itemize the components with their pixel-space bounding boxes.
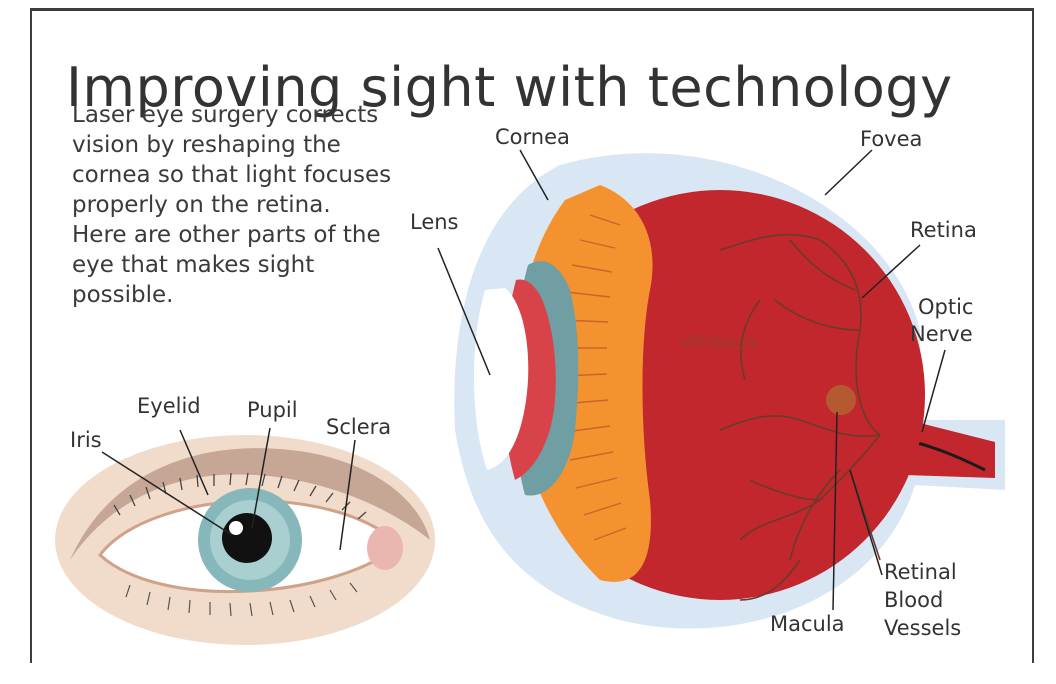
- vessels-label-line2: Blood: [884, 588, 943, 612]
- vitreous-label: Vitreous: [680, 330, 758, 354]
- sclera-label: Sclera: [326, 415, 391, 439]
- external-eye-illustration: [55, 428, 435, 645]
- optic-nerve-label-line1: Optic: [918, 295, 973, 319]
- lens-label: Lens: [410, 210, 459, 234]
- vessels-label-line1: Retinal: [884, 560, 957, 584]
- iris-label: Iris: [70, 428, 102, 452]
- macula-label: Macula: [770, 612, 845, 636]
- optic-nerve-label-line2: Nerve: [910, 322, 973, 346]
- retina-label: Retina: [910, 218, 977, 242]
- fovea-label: Fovea: [860, 127, 922, 151]
- cornea-label: Cornea: [495, 125, 570, 149]
- eyelid-label: Eyelid: [137, 394, 201, 418]
- fovea-leader: [825, 150, 872, 195]
- pupil-shape: [222, 513, 272, 563]
- pupil-highlight: [229, 521, 243, 535]
- macula-spot: [826, 385, 856, 415]
- tear-duct: [367, 526, 403, 570]
- pupil-label: Pupil: [247, 398, 298, 422]
- optic-nerve-leader: [922, 350, 945, 432]
- vessels-label-line3: Vessels: [884, 616, 961, 640]
